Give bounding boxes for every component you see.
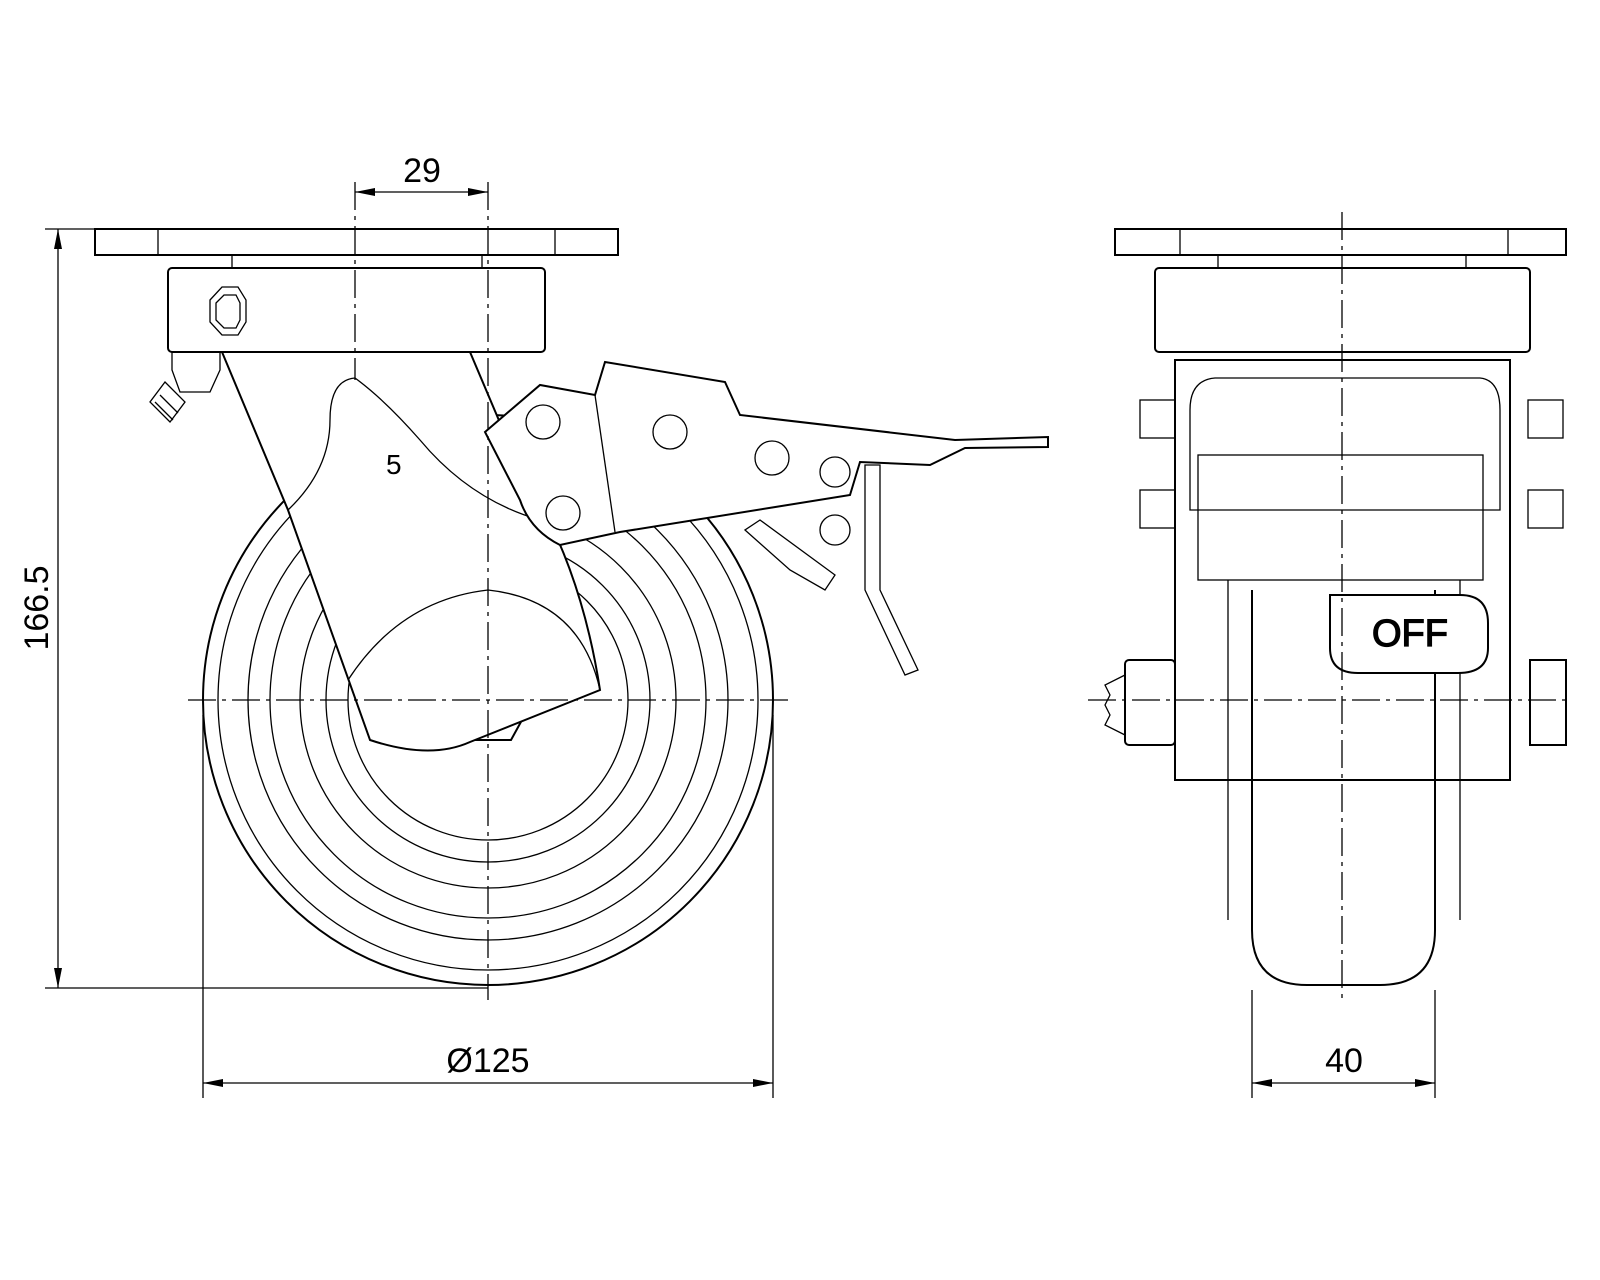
- top-plate: [94, 228, 619, 269]
- dimension-wheel-width: 40: [1325, 1042, 1363, 1080]
- brake-state-label: OFF: [1372, 613, 1448, 655]
- fork-front: [1139, 359, 1564, 781]
- centerlines: [188, 182, 790, 1000]
- dimension-lines: 29 166.5 Ø125: [18, 152, 774, 1098]
- brake-tab: OFF: [1329, 594, 1489, 674]
- hex-socket-screw-icon: [209, 286, 247, 336]
- brake-lever: [483, 360, 1049, 676]
- front-centerlines: [1088, 212, 1566, 1000]
- part-mark: 5: [386, 449, 402, 480]
- dimension-wheel-diameter: Ø125: [446, 1042, 529, 1080]
- front-dimension-lines: 40: [1251, 990, 1436, 1098]
- axle-bolt: [1104, 659, 1567, 746]
- dimension-height: 166.5: [18, 565, 56, 650]
- side-view: 5 29 166.5: [18, 152, 1049, 1098]
- front-view: OFF 40: [1088, 212, 1567, 1098]
- dimension-offset: 29: [403, 152, 441, 190]
